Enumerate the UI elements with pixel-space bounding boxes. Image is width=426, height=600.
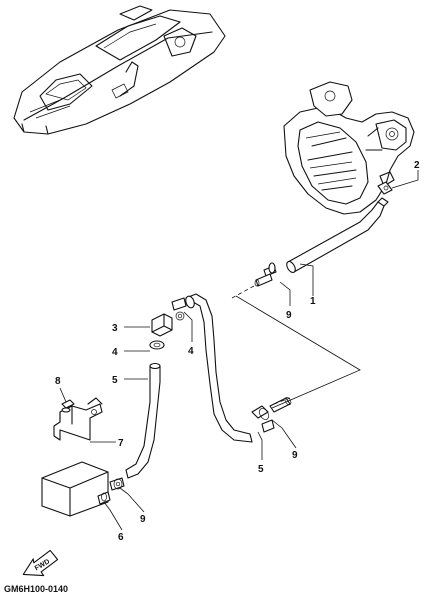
hose-5-left: [125, 362, 161, 479]
callout-4b: 4: [188, 346, 194, 357]
callout-8: 8: [55, 376, 61, 387]
assembly-lines: [231, 285, 361, 409]
bracket-7: [53, 397, 103, 441]
leader-lines: [59, 170, 419, 531]
clamp-9-upper: [254, 262, 277, 287]
callout-7: 7: [118, 438, 124, 449]
callout-9b: 9: [292, 450, 298, 461]
hose-4: [185, 293, 253, 443]
callout-3: 3: [112, 323, 118, 334]
hose-1: [286, 197, 389, 274]
jet-pump-housing: [283, 81, 415, 215]
filter-box-6: [41, 461, 111, 517]
fitting-2: [377, 181, 393, 195]
callout-4a: 4: [112, 347, 118, 358]
clamp-4-upper: [171, 297, 187, 321]
callout-1: 1: [310, 296, 316, 307]
callout-numbers: 1 2 3 4 4 5 5 6 7 8 9 9 9: [55, 160, 420, 543]
watercraft-overview: [13, 5, 226, 135]
callout-2: 2: [414, 160, 420, 171]
callout-9a: 9: [286, 310, 292, 321]
fwd-arrow: FWD: [22, 549, 59, 577]
callout-5b: 5: [258, 464, 264, 475]
callout-6: 6: [118, 532, 124, 543]
clamp-9-mid: [251, 396, 292, 433]
callout-9c: 9: [140, 514, 146, 525]
bolt-8: [61, 399, 75, 413]
fitting-3: [149, 313, 173, 350]
diagram-code: GM6H100-0140: [4, 584, 69, 594]
callout-5a: 5: [112, 375, 118, 386]
clamp-9-lower: [109, 477, 125, 491]
